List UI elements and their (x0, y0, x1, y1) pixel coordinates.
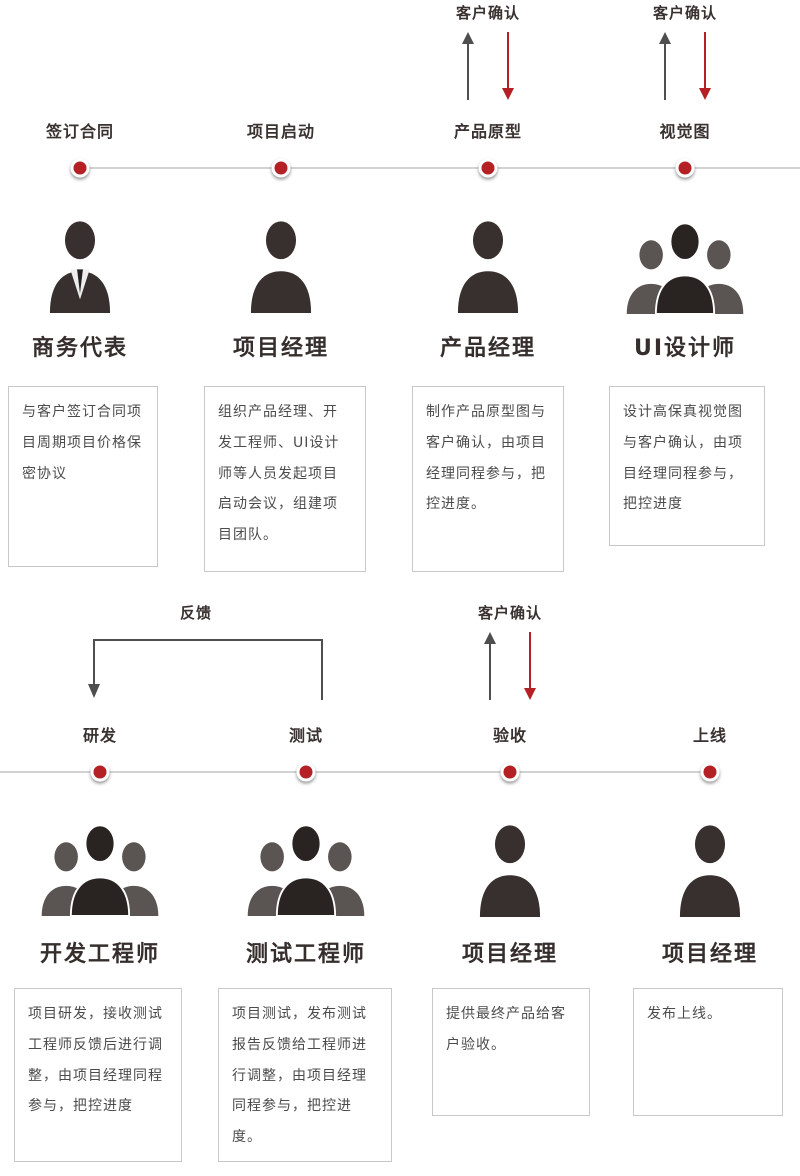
description-box: 制作产品原型图与客户确认，由项目经理同程参与，把控进度。 (412, 386, 564, 572)
person-icon (471, 820, 549, 917)
milestone-node (296, 762, 316, 782)
role-name: 测试工程师 (245, 942, 367, 967)
milestone-node (70, 158, 90, 178)
feedback-label: 反馈 (179, 604, 213, 622)
description-box: 组织产品经理、开发工程师、UI设计师等人员发起项目启动会议，组建项目团队。 (204, 386, 366, 572)
description-box: 提供最终产品给客户验收。 (432, 988, 590, 1116)
role-name: 项目经理 (461, 942, 559, 967)
confirm-arrows (478, 632, 542, 700)
confirm-arrows (653, 32, 717, 100)
customer-confirm-label: 客户确认 (652, 4, 718, 22)
confirm-arrows (456, 32, 520, 100)
milestone-label-acceptance: 验收 (492, 726, 528, 745)
up-arrow-icon (461, 32, 474, 100)
milestone-label-sign-contract: 签订合同 (45, 122, 115, 141)
team-icon (240, 822, 372, 916)
role-name: 项目经理 (661, 942, 759, 967)
milestone-node (271, 158, 291, 178)
milestone-node (675, 158, 695, 178)
customer-confirm-label: 客户确认 (477, 604, 543, 622)
description-box: 设计高保真视觉图与客户确认，由项目经理同程参与，把控进度 (609, 386, 765, 546)
customer-confirm-acceptance: 客户确认 (478, 602, 542, 700)
description-box: 项目测试，发布测试报告反馈给工程师进行调整，由项目经理同程参与，把控进度。 (218, 988, 392, 1162)
milestone-node (700, 762, 720, 782)
milestone-label-kickoff: 项目启动 (246, 122, 316, 141)
milestone-node (90, 762, 110, 782)
description-box: 发布上线。 (633, 988, 783, 1116)
down-arrow-icon (698, 32, 711, 100)
customer-confirm-visual: 客户确认 (653, 2, 717, 100)
milestone-label-visual: 视觉图 (659, 122, 711, 141)
timeline-bottom (0, 771, 714, 773)
milestone-node (500, 762, 520, 782)
businessperson-icon (41, 216, 119, 313)
description-box: 与客户签订合同项目周期项目价格保密协议 (8, 386, 158, 567)
role-name: 商务代表 (31, 336, 129, 361)
milestone-label-prototype: 产品原型 (453, 122, 523, 141)
up-arrow-icon (658, 32, 671, 100)
timeline-top (80, 167, 800, 169)
person-icon (449, 216, 527, 313)
down-arrow-icon (501, 32, 514, 100)
team-icon (619, 220, 751, 314)
milestone-node (478, 158, 498, 178)
down-arrow-icon (523, 632, 536, 700)
role-name: 产品经理 (439, 336, 537, 361)
customer-confirm-label: 客户确认 (455, 4, 521, 22)
role-name: 项目经理 (232, 336, 330, 361)
milestone-label-launch: 上线 (692, 726, 728, 745)
milestone-label-development: 研发 (82, 726, 118, 745)
description-box: 项目研发，接收测试工程师反馈后进行调整，由项目经理同程参与，把控进度 (14, 988, 182, 1162)
milestone-label-testing: 测试 (288, 726, 324, 745)
up-arrow-icon (483, 632, 496, 700)
role-name: UI设计师 (633, 336, 737, 361)
feedback-loop-arrow (88, 639, 323, 700)
person-icon (671, 820, 749, 917)
customer-confirm-prototype: 客户确认 (456, 2, 520, 100)
person-icon (242, 216, 320, 313)
team-icon (34, 822, 166, 916)
role-name: 开发工程师 (39, 942, 161, 967)
